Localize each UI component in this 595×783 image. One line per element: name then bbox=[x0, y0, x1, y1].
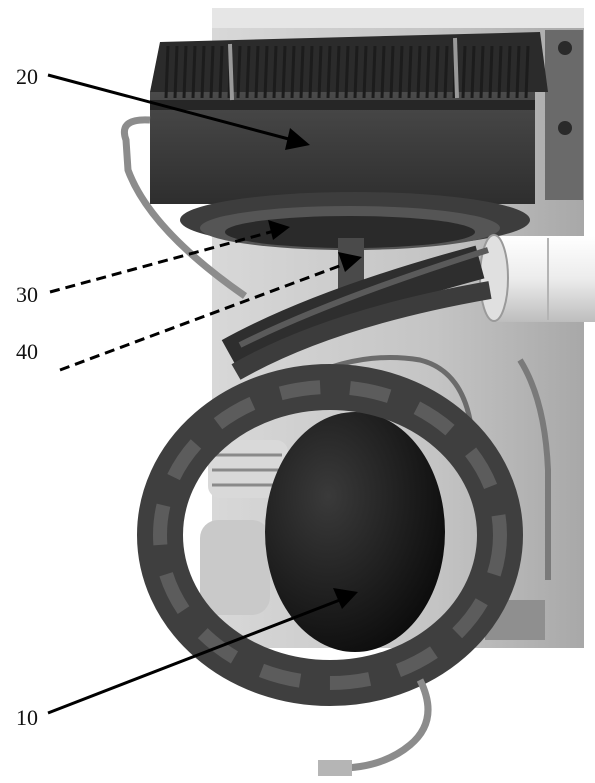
fin-rib bbox=[389, 45, 395, 99]
fin-rib bbox=[479, 45, 485, 99]
fin-rib bbox=[470, 45, 476, 99]
fin-rib bbox=[272, 45, 278, 99]
fin-rib bbox=[407, 45, 413, 99]
fin-rib bbox=[461, 45, 467, 99]
fin-rib bbox=[200, 45, 206, 99]
fin-rib bbox=[434, 45, 440, 99]
housing-ribs bbox=[164, 45, 530, 99]
cable-bundle bbox=[221, 245, 551, 580]
compressor-dome bbox=[265, 412, 445, 652]
fin-rib bbox=[353, 45, 359, 99]
fin-rib bbox=[443, 45, 449, 99]
fin-rib bbox=[164, 45, 170, 99]
fin-rib bbox=[416, 45, 422, 99]
fin-rib bbox=[218, 45, 224, 99]
fin-rib bbox=[263, 45, 269, 99]
finned-housing bbox=[121, 32, 548, 299]
fin-rib bbox=[497, 45, 503, 99]
fin-rib bbox=[290, 45, 296, 99]
label-40: 40 bbox=[16, 339, 38, 364]
fin-rib bbox=[344, 45, 350, 99]
fin-rib bbox=[182, 45, 188, 99]
fin-rib bbox=[245, 45, 251, 99]
arrowhead-10 bbox=[333, 588, 358, 609]
arrowhead-30 bbox=[268, 220, 290, 240]
fin-rib bbox=[317, 45, 323, 99]
arrowhead-20 bbox=[285, 128, 310, 150]
fin-rib bbox=[236, 45, 242, 99]
fin-rib bbox=[308, 45, 314, 99]
fin-rib bbox=[515, 45, 521, 99]
fin-rib bbox=[398, 45, 404, 99]
fin-rib bbox=[371, 45, 377, 99]
glass-tubing bbox=[200, 440, 288, 615]
fin-rib bbox=[335, 45, 341, 99]
label-10: 10 bbox=[16, 705, 38, 730]
label-30: 30 bbox=[16, 282, 38, 307]
arrowhead-40 bbox=[338, 252, 362, 272]
white-pipe bbox=[479, 234, 595, 322]
fin-rib bbox=[380, 45, 386, 99]
label-20: 20 bbox=[16, 64, 38, 89]
fin-rib bbox=[326, 45, 332, 99]
fin-rib bbox=[281, 45, 287, 99]
fin-rib bbox=[299, 45, 305, 99]
fin-rib bbox=[209, 45, 215, 99]
fin-rib bbox=[506, 45, 512, 99]
fin-rib bbox=[362, 45, 368, 99]
fin-rib bbox=[488, 45, 494, 99]
leader-lines bbox=[47, 73, 362, 715]
coiled-hose bbox=[137, 364, 523, 776]
fin-rib bbox=[173, 45, 179, 99]
fin-rib bbox=[524, 45, 530, 99]
fin-rib bbox=[425, 45, 431, 99]
fin-rib bbox=[191, 45, 197, 99]
fin-rib bbox=[254, 45, 260, 99]
